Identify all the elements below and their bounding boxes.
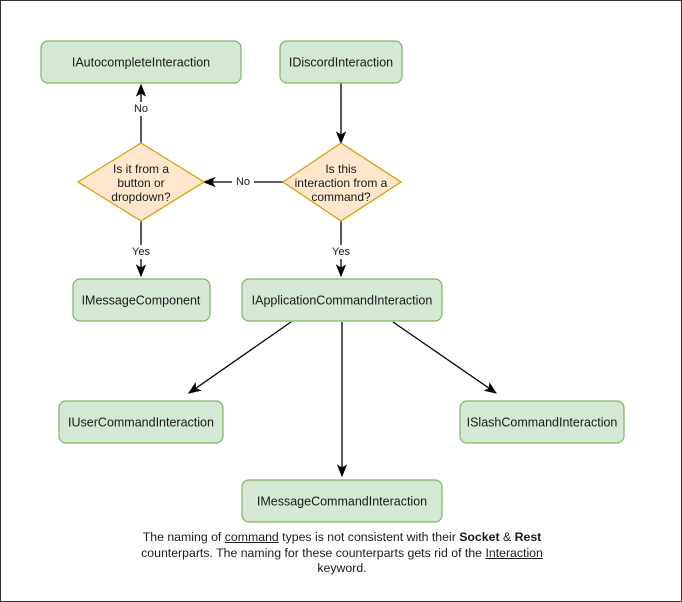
node-decision-button-line3: dropdown? xyxy=(111,190,171,204)
node-application-command-interaction-label: IApplicationCommandInteraction xyxy=(252,293,433,307)
node-decision-command-line3: command? xyxy=(311,190,371,204)
node-application-command-interaction[interactable]: IApplicationCommandInteraction xyxy=(241,278,443,322)
caption-line1-post: types is not consistent with their xyxy=(278,530,456,544)
node-discord-interaction-label: IDiscordInteraction xyxy=(289,55,393,69)
node-autocomplete-interaction-shape[interactable] xyxy=(40,40,242,84)
edge-decision-command-to-appcommand: Yes xyxy=(329,221,354,278)
edge-decision-button-to-autocomplete: No xyxy=(130,83,152,143)
node-decision-from-command-shape[interactable] xyxy=(281,142,403,222)
node-decision-button-line2: button or xyxy=(117,176,164,190)
node-slash-command-interaction[interactable]: ISlashCommandInteraction xyxy=(459,400,625,444)
node-slash-command-interaction-shape[interactable] xyxy=(459,400,625,444)
caption-command-keyword: command xyxy=(224,530,279,544)
diagram-caption: The naming of command types is not consi… xyxy=(132,530,552,577)
caption-interaction-keyword: Interaction xyxy=(485,545,543,560)
edge-label-no-command: No xyxy=(236,176,250,188)
edge-appcommand-to-slashcommand xyxy=(392,321,498,394)
edge-label-yes-button: Yes xyxy=(132,246,150,258)
node-user-command-interaction-label: IUserCommandInteraction xyxy=(68,415,214,429)
node-discord-interaction-shape[interactable] xyxy=(279,40,403,84)
caption-socket-keyword: Socket xyxy=(459,530,500,544)
node-decision-button-or-dropdown[interactable]: Is it from a button or dropdown? xyxy=(76,142,206,222)
edge-decision-button-to-messagecomponent: Yes xyxy=(129,221,154,278)
node-discord-interaction[interactable]: IDiscordInteraction xyxy=(279,40,403,84)
caption-ampersand: & xyxy=(499,530,515,544)
caption-line1-pre: The naming of xyxy=(142,530,225,544)
node-decision-command-line1: Is this xyxy=(325,162,356,176)
node-slash-command-interaction-label: ISlashCommandInteraction xyxy=(467,415,618,429)
caption-line3-pre: counterparts gets rid of the xyxy=(335,545,486,560)
caption-line2-post: counterparts. The naming for these xyxy=(141,545,333,560)
node-message-component[interactable]: IMessageComponent xyxy=(72,278,211,322)
node-decision-button-or-dropdown-shape[interactable] xyxy=(76,142,206,222)
node-message-command-interaction-label: IMessageCommandInteraction xyxy=(257,494,427,508)
node-decision-from-command[interactable]: Is this interaction from a command? xyxy=(281,142,403,222)
node-message-command-interaction-shape[interactable] xyxy=(241,479,443,523)
edge-appcommand-to-usercommand xyxy=(187,321,292,394)
edge-label-no-button: No xyxy=(134,103,148,115)
edge-decision-command-to-decision-button: No xyxy=(202,175,283,189)
node-autocomplete-interaction[interactable]: IAutocompleteInteraction xyxy=(40,40,242,84)
node-message-command-interaction[interactable]: IMessageCommandInteraction xyxy=(241,479,443,523)
node-user-command-interaction-shape[interactable] xyxy=(58,400,224,444)
node-application-command-interaction-shape[interactable] xyxy=(241,278,443,322)
node-message-component-label: IMessageComponent xyxy=(82,293,201,307)
node-message-component-shape[interactable] xyxy=(72,278,211,322)
caption-line3-post: keyword. xyxy=(317,561,367,575)
node-decision-command-line2: interaction from a xyxy=(295,176,388,190)
node-user-command-interaction[interactable]: IUserCommandInteraction xyxy=(58,400,224,444)
node-autocomplete-interaction-label: IAutocompleteInteraction xyxy=(72,55,210,69)
edge-label-yes-command: Yes xyxy=(332,246,350,258)
node-decision-button-line1: Is it from a xyxy=(113,162,169,176)
caption-rest-keyword: Rest xyxy=(514,530,542,544)
